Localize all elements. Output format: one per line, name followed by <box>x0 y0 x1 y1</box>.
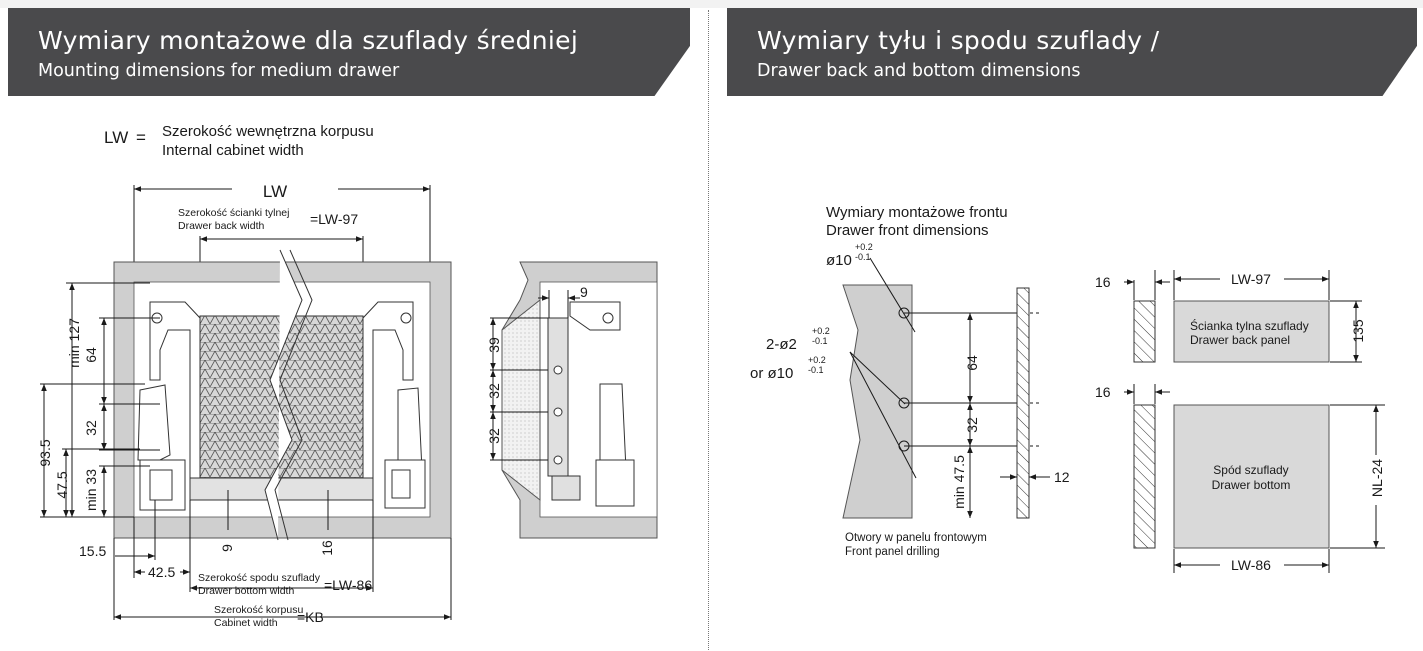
dim-64: 64 <box>83 347 99 363</box>
dim-12: 12 <box>1054 469 1070 485</box>
dim-lw <box>133 185 431 262</box>
cabinet-width-value: =KB <box>297 609 324 625</box>
bottom-width: LW-86 <box>1231 557 1271 573</box>
hole-2d2-tol-top: +0.2 <box>812 326 830 336</box>
dim-side <box>490 290 580 461</box>
side-dim-39: 39 <box>486 337 502 353</box>
back-panel-drawing <box>1133 300 1330 363</box>
hole-or-tol-top: +0.2 <box>808 355 826 365</box>
dim-93-5: 93.5 <box>37 439 53 466</box>
back-panel-label-en: Drawer back panel <box>1190 333 1290 347</box>
hole-2d2: 2-ø2 <box>766 336 797 353</box>
front-holes <box>849 257 1040 479</box>
bottom-width-label-pl: Szerokość spodu szuflady <box>198 572 321 584</box>
hole-d10: ø10 <box>826 252 852 269</box>
bottom-width-label-en: Drawer bottom width <box>198 585 294 597</box>
back-panel-label-pl: Ścianka tylna szuflady <box>1190 318 1309 333</box>
front-dims-en: Drawer front dimensions <box>826 222 989 239</box>
dim-32: 32 <box>83 420 99 436</box>
cabinet-width-label-pl: Szerokość korpusu <box>214 604 303 616</box>
bottom-panel-label-pl: Spód szuflady <box>1213 463 1288 477</box>
back-width-label-en: Drawer back width <box>178 220 265 232</box>
bottom-thickness: 16 <box>1095 384 1111 400</box>
section-title-pl: Wymiary tyłu i spodu szuflady / <box>757 26 1160 55</box>
back-width-label-pl: Szerokość ścianki tylnej <box>178 207 289 219</box>
front-panel-section <box>1016 287 1030 519</box>
back-height: 135 <box>1350 319 1366 343</box>
back-width: LW-97 <box>1231 271 1271 287</box>
back-thickness: 16 <box>1095 274 1111 290</box>
hole-2d2-tol-bottom: -0.1 <box>812 336 828 346</box>
front-drilling-en: Front panel drilling <box>845 546 940 558</box>
side-dim-9: 9 <box>580 284 588 300</box>
bottom-panel-drawing <box>1133 404 1330 549</box>
dim-64: 64 <box>964 355 980 371</box>
section-title-pl: Wymiary montażowe dla szuflady średniej <box>38 26 579 55</box>
legend: LW = Szerokość wewnętrzna korpusu Intern… <box>104 123 374 159</box>
dim-lw-label: LW <box>263 182 287 201</box>
cabinet-front-view <box>113 249 452 541</box>
bottom-panel-label-en: Drawer bottom <box>1212 478 1291 492</box>
back-width-value: =LW-97 <box>310 211 358 227</box>
hole-d10-tol-top: +0.2 <box>855 242 873 252</box>
legend-label-en: Internal cabinet width <box>162 142 304 159</box>
dim-15-5: 15.5 <box>79 543 106 559</box>
dim-left-vertical <box>40 282 160 518</box>
dim-back-panel <box>1124 270 1362 363</box>
section-header-right: Wymiary tyłu i spodu szuflady / Drawer b… <box>727 8 1417 96</box>
legend-symbol: LW <box>104 128 128 147</box>
hole-or-d10: or ø10 <box>750 365 793 382</box>
panel-divider <box>708 10 709 650</box>
cabinet-side-view <box>501 261 658 539</box>
dim-min47-5: min 47.5 <box>951 455 967 509</box>
front-drilling-pl: Otwory w panelu frontowym <box>845 532 987 544</box>
dim-front <box>967 313 1050 518</box>
section-title-en: Mounting dimensions for medium drawer <box>38 61 400 81</box>
dim-bottom-panel <box>1124 384 1385 573</box>
bottom-width-value: =LW-86 <box>324 577 372 593</box>
hole-or-tol-bottom: -0.1 <box>808 365 824 375</box>
dim-min33: min 33 <box>83 469 99 511</box>
side-dim-32b: 32 <box>486 428 502 444</box>
legend-label-pl: Szerokość wewnętrzna korpusu <box>162 123 374 140</box>
section-header-left: Wymiary montażowe dla szuflady średniej … <box>8 8 690 96</box>
dim-47-5: 47.5 <box>54 471 70 498</box>
top-strip <box>0 0 1423 8</box>
dim-min127: min 127 <box>66 318 82 368</box>
dim-32: 32 <box>964 417 980 433</box>
cabinet-width-label-en: Cabinet width <box>214 617 278 629</box>
hole-d10-tol-bottom: -0.1 <box>855 252 871 262</box>
dim-bottom <box>113 490 452 620</box>
bottom-depth: NL-24 <box>1369 459 1385 497</box>
dim-42-5: 42.5 <box>148 564 175 580</box>
dim-9: 9 <box>219 544 235 552</box>
side-dim-32a: 32 <box>486 383 502 399</box>
front-panel-shape <box>842 284 913 519</box>
section-title-en: Drawer back and bottom dimensions <box>757 61 1081 81</box>
front-dims-pl: Wymiary montażowe frontu <box>826 204 1008 221</box>
dim-16: 16 <box>319 540 335 556</box>
legend-equals: = <box>136 128 146 147</box>
